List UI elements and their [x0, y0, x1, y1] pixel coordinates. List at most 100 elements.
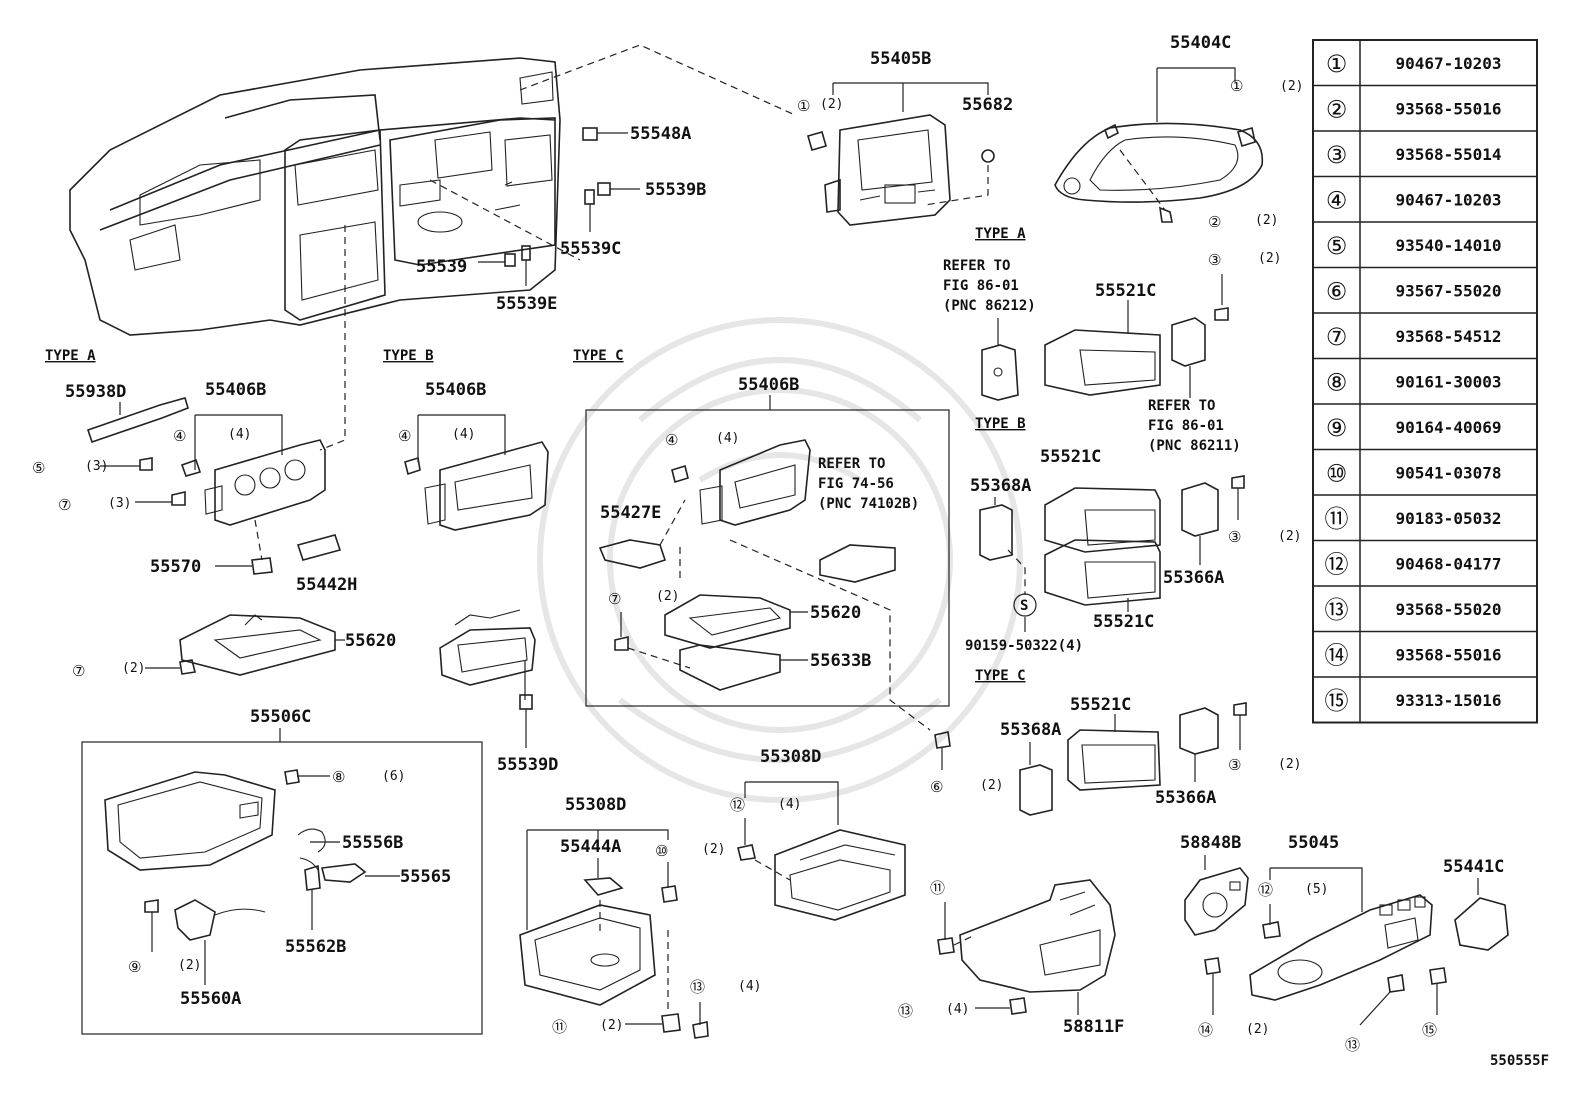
label-55539E: 55539E — [496, 294, 557, 314]
parts-table-ref: ⑩ — [1326, 459, 1348, 487]
bracket-type-a-left — [981, 318, 1019, 401]
part-58811F — [959, 879, 1116, 993]
callout-8-qty: (6) — [382, 769, 405, 784]
part-55938D — [86, 397, 189, 444]
part-55521C-a — [1044, 300, 1161, 396]
label-55539D: 55539D — [497, 755, 558, 775]
label-55633B: 55633B — [810, 651, 871, 671]
parts-table-ref: ② — [1326, 95, 1348, 123]
label-55521C-d: 55521C — [1070, 695, 1131, 715]
part-glove-box — [104, 771, 276, 871]
label-55560A: 55560A — [180, 989, 241, 1009]
callout-11b: ⑪ — [930, 879, 945, 897]
part-55427E — [598, 539, 667, 569]
label-55570: 55570 — [150, 557, 201, 577]
callout-4a: ④ — [173, 427, 186, 445]
callout-13a: ⑬ — [690, 978, 705, 996]
bracket-55405B — [902, 82, 989, 112]
glove-box-box — [81, 741, 483, 1035]
label-55506C: 55506C — [250, 707, 311, 727]
label-55620-c: 55620 — [810, 603, 861, 623]
callout-13b: ⑬ — [898, 1002, 913, 1020]
label-55938D: 55938D — [65, 382, 126, 402]
parts-table-part-number: 93568-55016 — [1396, 645, 1502, 664]
leader-panel-to-typeA — [319, 225, 346, 451]
callout-7b-qty: (2) — [122, 661, 145, 676]
label-55427E: 55427E — [600, 503, 661, 523]
callout-8: ⑧ — [332, 768, 345, 786]
parts-table-part-number: 90467-10203 — [1396, 190, 1502, 209]
label-55521C-c: 55521C — [1093, 612, 1154, 632]
callout-1a: ① — [797, 97, 810, 115]
part-55521C-stack — [1044, 487, 1161, 612]
part-55620-a — [179, 614, 336, 676]
callout-12b: ⑫ — [1258, 881, 1273, 899]
type-b-left: TYPE B — [383, 348, 434, 364]
part-nut-11b — [937, 937, 955, 955]
callout-3a-qty: (2) — [1258, 251, 1281, 266]
leader-panel-to-55405B — [519, 44, 796, 116]
part-clip-12b — [1262, 921, 1281, 939]
callout-1b: ① — [1230, 77, 1243, 95]
callout-4a-qty: (4) — [228, 427, 251, 442]
leader-type-c-to-6 — [729, 539, 931, 731]
leader-12a-dash — [754, 859, 791, 881]
leader-7c-dash — [627, 647, 691, 669]
leader-55404C-screw — [1119, 149, 1166, 211]
label-55308D-a: 55308D — [565, 795, 626, 815]
callout-11a: ⑪ — [552, 1018, 567, 1036]
callout-12a-qty: (4) — [778, 797, 801, 812]
part-screw-9 — [144, 899, 159, 913]
switch-parts — [478, 127, 640, 286]
type-c-right: TYPE C — [975, 668, 1026, 684]
callout-7c-qty: (2) — [656, 589, 679, 604]
label-58848B: 58848B — [1180, 833, 1241, 853]
part-spring-55556B — [297, 828, 326, 871]
callout-S-circle — [1013, 593, 1037, 617]
label-55368A-c: 55368A — [1000, 720, 1061, 740]
part-55565 — [321, 863, 367, 883]
parts-table-ref: ⑤ — [1326, 232, 1348, 260]
part-55366A-b — [1181, 475, 1245, 565]
part-58848B — [1184, 867, 1249, 936]
label-55366A-b: 55366A — [1163, 568, 1224, 588]
label-55308D-b: 55308D — [760, 747, 821, 767]
callout-13b-qty: (4) — [946, 1002, 969, 1017]
bracket-55404C — [1156, 67, 1236, 122]
label-55539: 55539 — [416, 257, 467, 277]
callout-4b: ④ — [398, 427, 411, 445]
label-90159: 90159-50322(4) — [965, 638, 1083, 654]
type-a-right: TYPE A — [975, 226, 1026, 242]
parts-table-part-number: 93568-55014 — [1396, 145, 1502, 164]
callout-4c-qty: (4) — [716, 431, 739, 446]
callout-12a: ⑫ — [730, 796, 745, 814]
bracket-55406B-a — [194, 414, 283, 470]
leader-55682 — [924, 165, 989, 206]
refer-a-line2: FIG 86-01 — [943, 278, 1019, 294]
callout-3c: ③ — [1228, 756, 1241, 774]
label-55539C: 55539C — [560, 239, 621, 259]
part-55368A-c — [1019, 742, 1053, 816]
parts-table-part-number: 90541-03078 — [1396, 463, 1502, 482]
part-55406B-a — [139, 439, 326, 526]
callout-4b-qty: (4) — [452, 427, 475, 442]
part-screw-13a — [692, 1021, 709, 1039]
parts-table-ref: ⑬ — [1325, 596, 1349, 624]
callout-12b-qty: (5) — [1305, 882, 1328, 897]
callout-14-qty: (2) — [1246, 1022, 1269, 1037]
label-55548A: 55548A — [630, 124, 691, 144]
parts-table-ref: ③ — [1326, 141, 1348, 169]
label-55404C: 55404C — [1170, 33, 1231, 53]
part-55308D-b — [774, 829, 906, 921]
callout-3a: ③ — [1208, 251, 1221, 269]
part-screw-10 — [661, 885, 678, 903]
part-clip-8 — [284, 769, 300, 785]
parts-table-ref: ⑮ — [1325, 687, 1349, 715]
part-55444A — [583, 877, 624, 896]
callout-3b: ③ — [1228, 528, 1241, 546]
callout-2-qty: (2) — [1255, 213, 1278, 228]
callout-13c: ⑬ — [1345, 1036, 1360, 1054]
parts-table-ref: ⑨ — [1326, 414, 1348, 442]
callout-3b-qty: (2) — [1278, 529, 1301, 544]
part-nut-11a — [661, 1013, 681, 1033]
